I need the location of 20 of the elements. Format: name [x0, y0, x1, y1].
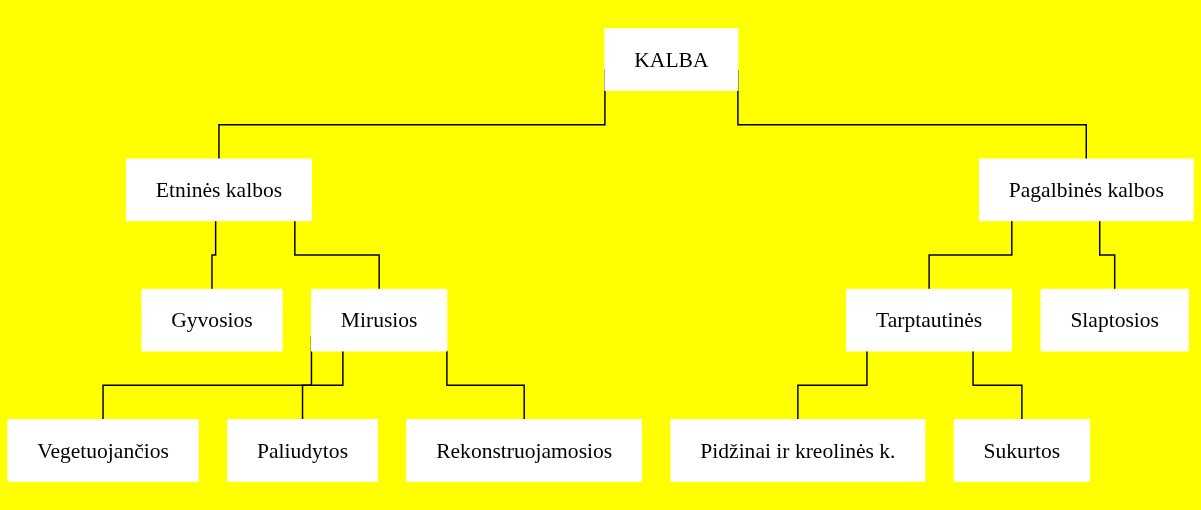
node-box: Gyvosios — [141, 288, 283, 352]
connector — [301, 350, 344, 421]
connector — [446, 349, 525, 421]
connector — [928, 220, 1013, 290]
connector — [797, 350, 868, 421]
node-box: Pagalbinės kalbos — [978, 158, 1194, 222]
node-box: Pidžinai ir kreolinės k. — [670, 419, 926, 482]
node-box: Slaptosios — [1040, 288, 1189, 352]
node-box: Vegetuojančios — [7, 419, 199, 482]
node-box: KALBA — [604, 28, 739, 91]
connector — [211, 220, 217, 290]
node-box: Mirusios — [310, 288, 448, 352]
node-box: Paliudytos — [227, 419, 378, 482]
node-box: Rekonstruojamosios — [406, 419, 643, 482]
connector — [972, 350, 1023, 421]
connector — [294, 220, 380, 290]
node-box: Etninės kalbos — [125, 158, 312, 222]
connector — [1099, 220, 1116, 290]
node-box: Sukurtos — [953, 419, 1091, 482]
node-box: Tarptautinės — [846, 288, 1013, 352]
